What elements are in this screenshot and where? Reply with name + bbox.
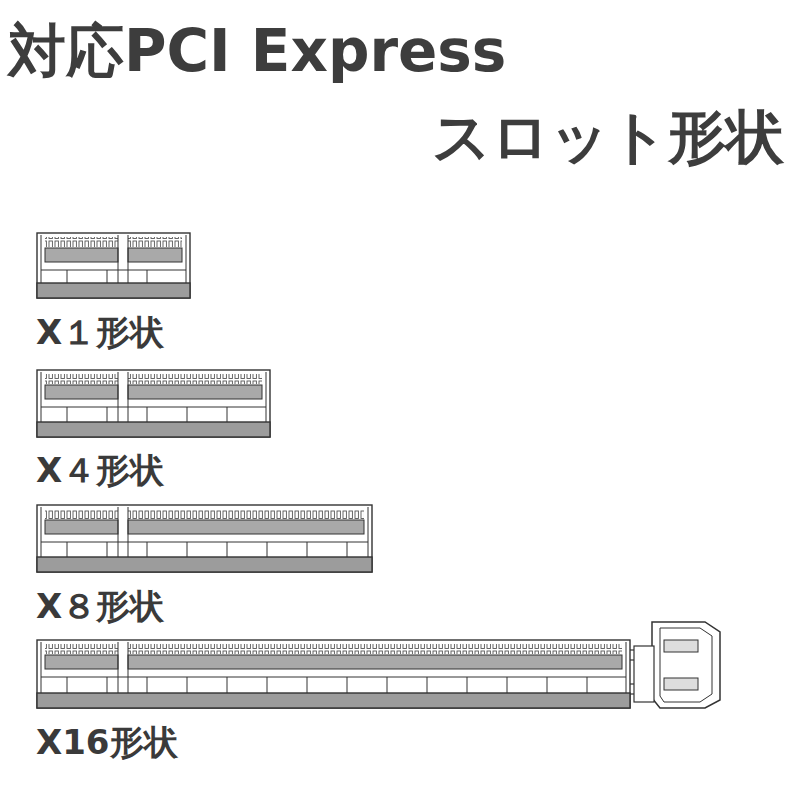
x8-slot [37, 505, 372, 572]
x4-slot [37, 370, 270, 437]
slot-label: X８形状 [36, 586, 164, 626]
slot-label: X１形状 [36, 312, 164, 352]
retention-latch [630, 622, 720, 708]
x1-slot [37, 233, 190, 298]
page-title: 対応PCI Express スロット形状 [8, 8, 784, 180]
slot-label: X16形状 [36, 722, 178, 762]
x16-slot [37, 640, 630, 708]
slot-label: X４形状 [36, 450, 164, 490]
